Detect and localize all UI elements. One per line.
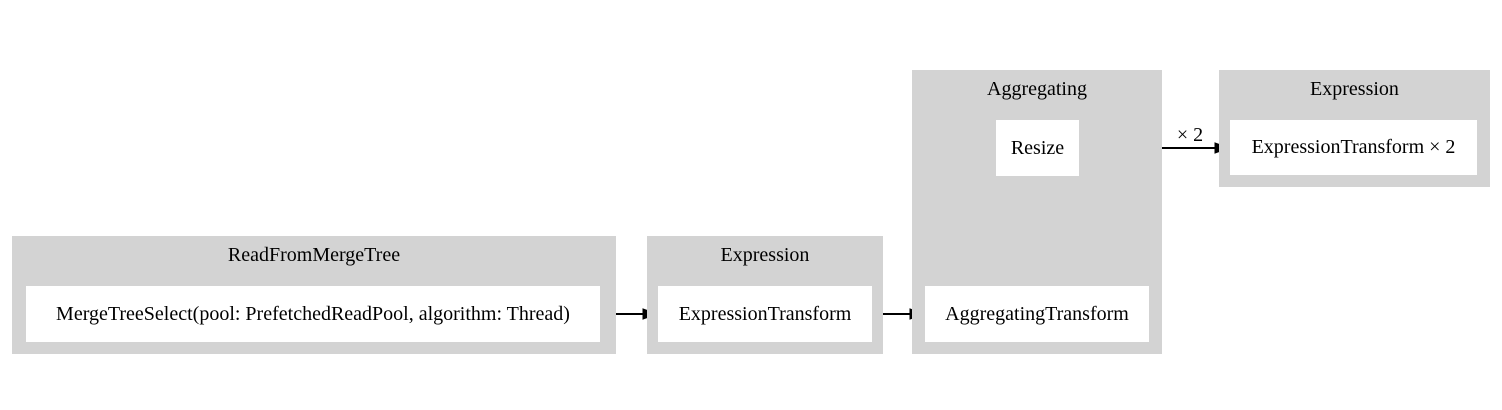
cluster-expression-2: Expression ExpressionTransform × 2	[1219, 70, 1490, 187]
cluster-expression-1: Expression ExpressionTransform	[647, 236, 883, 354]
edge-multiplier-label: × 2	[1176, 124, 1204, 146]
cluster-readfrommergetree: ReadFromMergeTree MergeTreeSelect(pool: …	[12, 236, 616, 354]
cluster-title-readfrommergetree: ReadFromMergeTree	[227, 244, 401, 266]
node-resize: Resize	[996, 120, 1079, 176]
node-expressiontransform-x2: ExpressionTransform × 2	[1230, 120, 1477, 175]
node-expressiontransform: ExpressionTransform	[658, 286, 872, 342]
cluster-title-aggregating: Aggregating	[987, 78, 1087, 100]
node-mergetreeselect: MergeTreeSelect(pool: PrefetchedReadPool…	[26, 286, 600, 342]
cluster-aggregating: Aggregating Resize AggregatingTransform	[912, 70, 1162, 354]
cluster-title-expression-2: Expression	[1310, 78, 1399, 100]
node-aggregatingtransform: AggregatingTransform	[925, 286, 1149, 342]
cluster-title-expression-1: Expression	[720, 244, 810, 266]
